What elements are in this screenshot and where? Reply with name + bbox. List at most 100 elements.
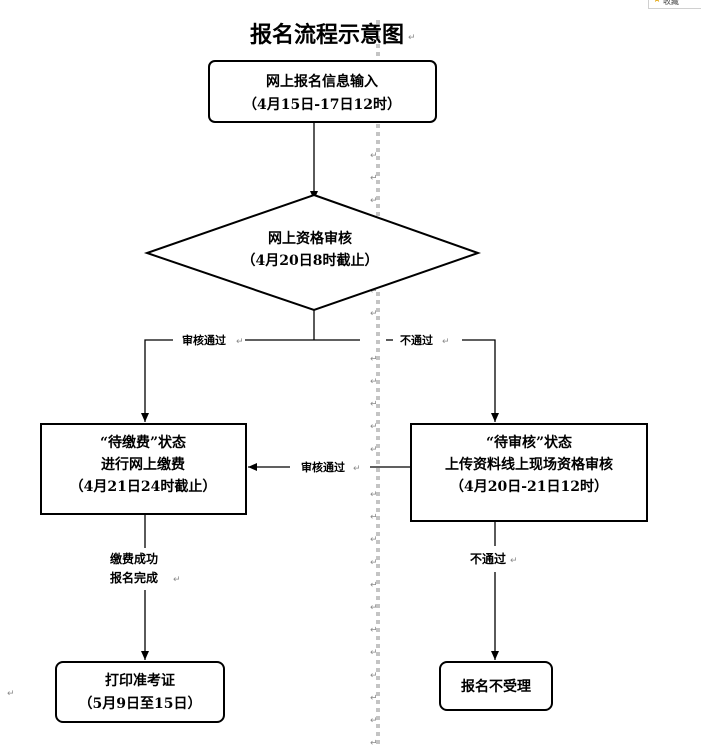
margin-dot [376, 500, 380, 504]
margin-dot [376, 516, 380, 520]
margin-dot [376, 308, 380, 312]
margin-dot [376, 412, 380, 416]
edge-label-mark: ↵ [442, 337, 450, 347]
edge-label-mark: ↵ [510, 556, 518, 566]
node-online-entry-line-2: （4月15日-17日12时） [243, 96, 401, 113]
paragraph-mark: ↵ [370, 287, 378, 297]
edge-label-mark: ↵ [173, 575, 181, 585]
margin-dot [376, 548, 380, 552]
node-qualification-review-line-2: （4月20日8时截止） [242, 252, 379, 269]
margin-dot [376, 524, 380, 528]
margin-dot [376, 348, 380, 352]
node-pending-payment-line-1: “待缴费”状态 [100, 434, 186, 451]
margin-dot [376, 676, 380, 680]
margin-dot [376, 324, 380, 328]
margin-dot [376, 428, 380, 432]
paragraph-mark: ↵ [370, 174, 378, 184]
corner-bookmark-tab[interactable]: ★ 收藏 [648, 0, 701, 9]
paragraph-mark: ↵ [370, 490, 378, 500]
node-pending-payment: “待缴费”状态 进行网上缴费 （4月21日24时截止） [40, 423, 247, 515]
margin-dot [376, 156, 380, 160]
node-pending-review-line-3: （4月20日-21日12时） [450, 478, 608, 495]
margin-dot [376, 196, 380, 200]
node-print-ticket-line-1: 打印准考证 [105, 672, 175, 689]
margin-dot [376, 572, 380, 576]
node-online-entry-line-1: 网上报名信息输入 [266, 73, 378, 90]
margin-dot [376, 188, 380, 192]
edge-label-review-passed-middle: 审核通过 [301, 460, 345, 474]
edge-label-not-passed-bottom: 不通过 [470, 551, 506, 566]
edge-label-payment-done-2: 报名完成 [110, 570, 158, 585]
margin-dot [376, 556, 380, 560]
node-pending-payment-line-3: （4月21日24时截止） [70, 478, 217, 495]
corner-bookmark-label: 收藏 [663, 0, 679, 6]
edge-label-mark: ↵ [236, 337, 244, 347]
margin-dot [376, 204, 380, 208]
margin-dot [376, 364, 380, 368]
margin-dot [376, 700, 380, 704]
paragraph-mark: ↵ [370, 445, 378, 455]
paragraph-mark: ↵ [370, 558, 378, 568]
edge-review-to-payment [141, 339, 173, 422]
node-pending-review-line-2: 上传资料线上现场资格审核 [445, 456, 613, 473]
margin-dot [376, 492, 380, 496]
paragraph-mark: ↵ [370, 671, 378, 681]
margin-dot [376, 636, 380, 640]
margin-dot [376, 292, 380, 296]
flow-edges [141, 122, 499, 660]
margin-dot [376, 420, 380, 424]
paragraph-mark: ↵ [370, 196, 378, 206]
margin-dot [376, 628, 380, 632]
paragraph-mark: ↵ [370, 354, 378, 364]
paragraph-mark: ↵ [370, 580, 378, 590]
margin-dot [376, 124, 380, 128]
margin-dot [376, 708, 380, 712]
paragraph-mark: ↵ [370, 400, 378, 410]
margin-dot [376, 668, 380, 672]
margin-dot [376, 652, 380, 656]
margin-dot [376, 508, 380, 512]
margin-dot [376, 684, 380, 688]
margin-dot [376, 28, 380, 32]
paragraph-mark: ↵ [370, 693, 378, 703]
margin-dot [376, 540, 380, 544]
margin-dot [376, 612, 380, 616]
margin-dot [376, 332, 380, 336]
paragraph-mark: ↵ [370, 309, 378, 319]
margin-dot [376, 444, 380, 448]
margin-dot [376, 396, 380, 400]
paragraph-mark: ↵ [370, 535, 378, 545]
margin-dot [376, 356, 380, 360]
margin-dot [376, 148, 380, 152]
margin-dot [376, 716, 380, 720]
margin-dot [376, 644, 380, 648]
node-online-entry: 网上报名信息输入 （4月15日-17日12时） [208, 60, 437, 123]
paragraph-mark: ↵ [370, 716, 378, 726]
margin-dot [376, 436, 380, 440]
margin-dot [376, 316, 380, 320]
edge-label-payment-done-1: 缴费成功 [110, 551, 158, 566]
margin-dot [376, 724, 380, 728]
margin-dot [376, 660, 380, 664]
margin-dot [376, 388, 380, 392]
margin-dot [376, 460, 380, 464]
margin-dot [376, 212, 380, 216]
margin-dot [376, 484, 380, 488]
margin-dot [376, 20, 380, 24]
margin-dot [376, 132, 380, 136]
margin-dot [376, 140, 380, 144]
margin-dot [376, 580, 380, 584]
margin-dot [376, 532, 380, 536]
paragraph-mark: ↵ [370, 151, 378, 161]
paragraph-mark: ↵ [370, 377, 378, 387]
margin-dot [376, 380, 380, 384]
margin-dot [376, 172, 380, 176]
margin-dot [376, 404, 380, 408]
margin-dot [376, 740, 380, 744]
left-paragraph-mark: ↵ [7, 689, 15, 699]
node-rejected: 报名不受理 [439, 661, 553, 711]
margin-dot [376, 164, 380, 168]
node-print-ticket: 打印准考证 （5月9日至15日） [55, 661, 225, 723]
margin-dot [376, 452, 380, 456]
margin-dot [376, 180, 380, 184]
